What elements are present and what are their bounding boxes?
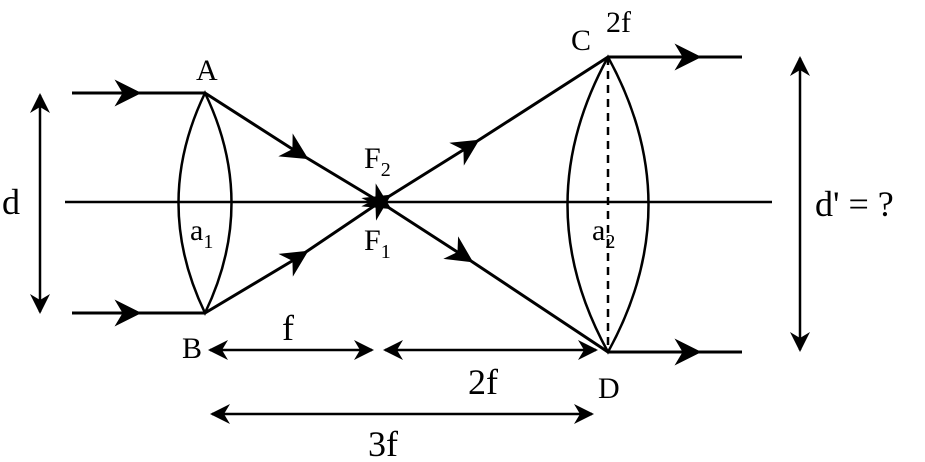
label-f: f — [282, 308, 294, 348]
label-F1-sub: 1 — [381, 241, 391, 263]
label-a1-sub: 1 — [203, 231, 213, 253]
label-d: d — [2, 182, 20, 222]
label-F1-main: F — [364, 224, 381, 257]
label-C: C — [571, 24, 591, 57]
label-a2-main: a — [592, 214, 605, 247]
label-a2: a2 — [592, 214, 615, 253]
label-F2: F2 — [364, 142, 391, 181]
label-3f: 3f — [368, 424, 398, 462]
label-F1: F1 — [364, 224, 391, 263]
ray-B-to-C — [204, 55, 609, 315]
label-a1: a1 — [190, 214, 213, 253]
label-D: D — [598, 372, 620, 405]
ray-A-to-D — [204, 91, 609, 354]
label-2f: 2f — [468, 362, 498, 402]
label-C-distance: 2f — [606, 6, 631, 39]
label-B: B — [182, 332, 202, 365]
label-d-prime: d' = ? — [815, 184, 894, 224]
label-A: A — [196, 54, 218, 87]
label-a1-main: a — [190, 214, 203, 247]
label-a2-sub: 2 — [605, 231, 615, 253]
label-F2-main: F — [364, 142, 381, 175]
label-F2-sub: 2 — [381, 159, 391, 181]
